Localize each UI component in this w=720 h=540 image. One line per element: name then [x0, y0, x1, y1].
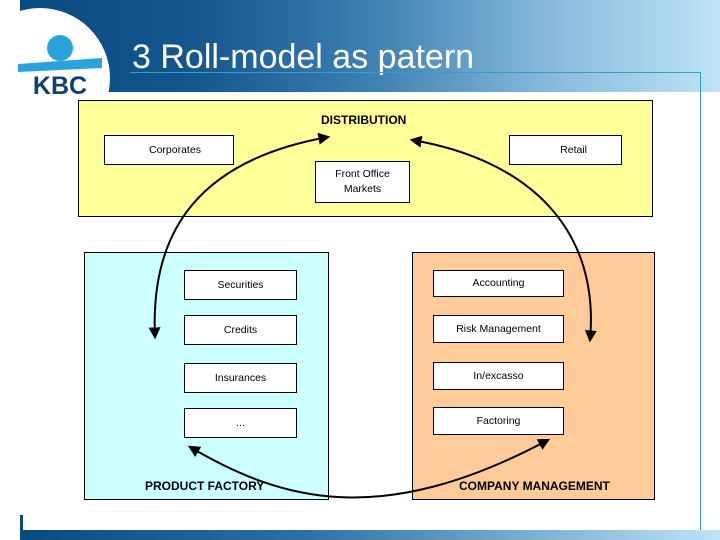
retail-box: Retail — [509, 135, 622, 165]
ellipsis-box: ... — [184, 408, 297, 438]
risk-management-box: Risk Management — [433, 315, 564, 343]
in-excasso-label: In/excasso — [473, 369, 524, 382]
risk-management-label: Risk Management — [456, 322, 541, 335]
logo-text: KBC — [33, 72, 87, 98]
corporates-label: Corporates — [149, 143, 201, 156]
insurances-box: Insurances — [184, 363, 297, 393]
factoring-box: Factoring — [433, 407, 564, 435]
footer-bar — [22, 530, 720, 540]
logo-head-icon — [47, 35, 73, 61]
securities-label: Securities — [217, 278, 264, 291]
markets-label: Markets — [343, 183, 382, 195]
credits-label: Credits — [223, 323, 258, 336]
accounting-box: Accounting — [433, 270, 564, 297]
accounting-label: Accounting — [472, 277, 525, 289]
front-office-label: Front Office — [335, 168, 390, 180]
front-office-markets-box: Front Office Markets — [315, 161, 410, 203]
logo-wave-icon — [18, 58, 102, 72]
slide-header — [20, 0, 720, 92]
ellipsis-label: ... — [236, 416, 245, 429]
company-management-label: COMPANY MANAGEMENT — [459, 479, 610, 493]
slide-title: 3 Roll-model as patern — [132, 38, 475, 76]
title-underline — [130, 72, 700, 73]
corporates-box: Corporates — [104, 135, 234, 165]
footer-tick — [20, 515, 23, 540]
credits-box: Credits — [184, 315, 297, 345]
insurances-label: Insurances — [214, 371, 267, 384]
factoring-label: Factoring — [476, 414, 521, 427]
right-border-line — [700, 72, 701, 540]
retail-label: Retail — [560, 143, 587, 156]
securities-box: Securities — [184, 270, 297, 300]
distribution-label: DISTRIBUTION — [321, 113, 407, 127]
kbc-logo: KBC — [18, 35, 102, 98]
in-excasso-box: In/excasso — [433, 362, 564, 390]
product-factory-label: PRODUCT FACTORY — [145, 479, 265, 493]
